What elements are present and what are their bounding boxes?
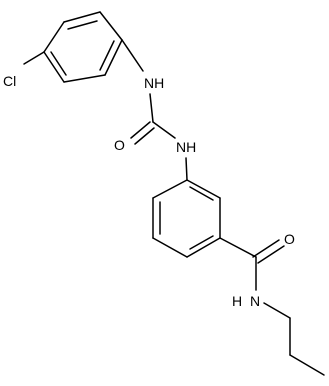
- bond-nh-ring: [185, 157, 188, 181]
- bond: [152, 237, 188, 258]
- chlorine-label: Cl: [3, 73, 16, 89]
- bond-ring-amide: [219, 237, 257, 258]
- double-bond-inner: [189, 186, 214, 201]
- amide-oxygen-label: O: [284, 231, 295, 247]
- bond: [43, 21, 65, 53]
- double-bond-co: [134, 127, 155, 145]
- bond: [43, 51, 65, 83]
- amide-h-label: H: [232, 293, 242, 309]
- double-bond-amide-co: [252, 239, 280, 258]
- benzamide-ring: [152, 179, 221, 258]
- urea-oxygen-label: O: [114, 137, 125, 153]
- bond-carbonyl-nh: [152, 121, 176, 139]
- bond-propyl: [289, 354, 325, 376]
- bond-c-cl: [23, 51, 45, 65]
- double-bond-inner: [189, 235, 214, 250]
- amide-n-label: N: [250, 293, 260, 309]
- double-bond-co: [130, 121, 151, 139]
- bond-nh-carbonyl: [149, 93, 154, 123]
- bond: [63, 74, 106, 83]
- nh-middle-label: NH: [176, 139, 196, 155]
- double-bond-inner: [99, 40, 115, 71]
- chlorophenyl-ring: [43, 11, 123, 83]
- double-bond-amide-co: [257, 245, 285, 264]
- double-bond-inner: [50, 51, 67, 76]
- double-bond-inner: [67, 20, 98, 30]
- bond: [186, 179, 221, 199]
- nh-upper-label: NH: [144, 75, 164, 91]
- bond: [63, 11, 101, 23]
- bond-ring-nh: [121, 39, 144, 72]
- bond-n-propyl: [263, 302, 291, 319]
- bond: [186, 237, 221, 258]
- bond: [99, 11, 123, 41]
- bond: [104, 39, 123, 76]
- bond: [152, 179, 188, 199]
